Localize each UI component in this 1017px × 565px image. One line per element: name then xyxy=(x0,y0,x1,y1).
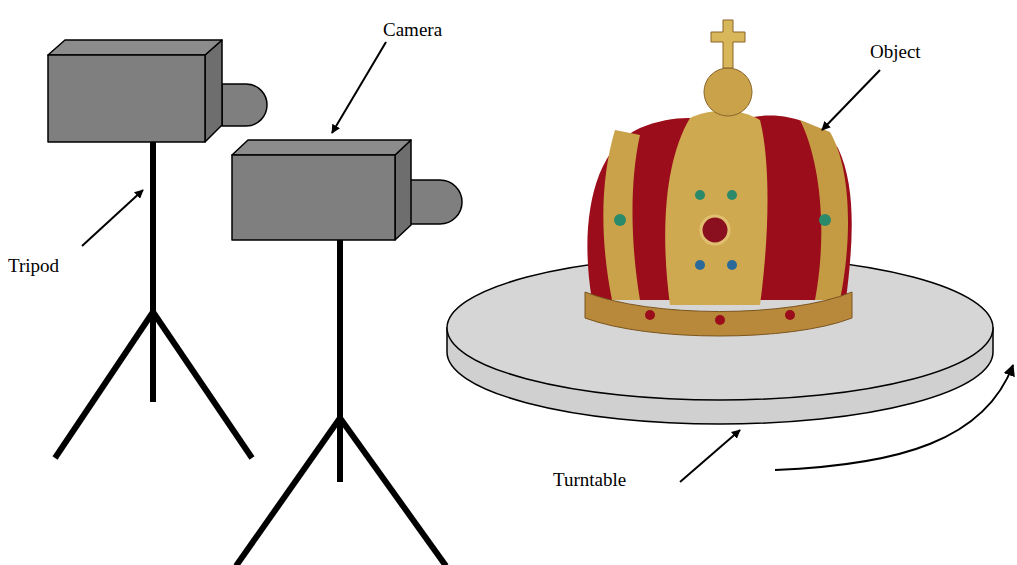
camera-lens xyxy=(410,180,462,224)
crown-jewel xyxy=(819,214,831,226)
part-label: Tripod xyxy=(8,256,59,277)
tripod xyxy=(236,240,446,565)
crown-jewel xyxy=(785,310,795,320)
tripod-leg xyxy=(236,418,340,565)
rotation-arrow xyxy=(775,365,1013,470)
crown-arch xyxy=(603,130,640,300)
crown-arch xyxy=(800,120,848,300)
leader-arrow xyxy=(680,430,740,482)
camera-front xyxy=(232,155,395,240)
crown-cross xyxy=(711,20,745,68)
tripod-post xyxy=(337,240,343,482)
leader-arrow xyxy=(82,190,143,246)
camera-lens xyxy=(222,84,267,126)
crown-jewel xyxy=(715,315,725,325)
crown-orb xyxy=(704,68,752,116)
camera xyxy=(232,140,462,240)
crown-jewel xyxy=(645,310,655,320)
crown-jewel xyxy=(614,214,626,226)
tripod-leg xyxy=(153,312,252,458)
leader-arrow xyxy=(332,42,386,133)
crown-band xyxy=(585,292,852,336)
camera-side xyxy=(205,40,222,142)
tripod-post xyxy=(150,142,156,402)
crown-jewel xyxy=(701,216,729,244)
crown-jewel xyxy=(695,260,705,270)
part-label: Camera xyxy=(383,20,442,41)
crown-jewel xyxy=(695,190,705,200)
camera-top xyxy=(232,140,411,155)
camera xyxy=(48,40,267,142)
part-label: Object xyxy=(870,42,921,63)
camera-top xyxy=(48,40,222,55)
camera-front xyxy=(48,55,205,142)
crown-object xyxy=(585,20,852,336)
part-label: Turntable xyxy=(553,470,626,491)
camera-side xyxy=(395,140,411,240)
tripod-leg xyxy=(340,418,446,565)
tripod xyxy=(55,142,252,458)
crown-jewel xyxy=(727,260,737,270)
crown-jewel xyxy=(727,190,737,200)
leader-arrow xyxy=(822,70,880,130)
tripod-leg xyxy=(55,312,153,458)
crown-arch xyxy=(665,111,767,305)
